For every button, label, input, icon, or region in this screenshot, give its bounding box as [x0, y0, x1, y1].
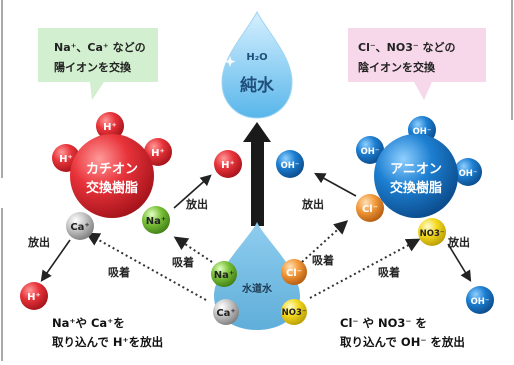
ion-cl-resin: Cl⁻ — [362, 204, 378, 215]
release-arrows — [40, 172, 472, 282]
cation-resin-line1: カチオン — [86, 162, 138, 177]
ion-cl-tap: Cl⁻ — [286, 268, 302, 279]
cation-callout-line2: 陽イオンを交換 — [54, 60, 132, 74]
anion-resin-ball — [374, 134, 458, 218]
anion-caption-line1: Cl⁻ や NO3⁻ を — [340, 316, 427, 330]
release-label-h: 放出 — [185, 197, 208, 211]
ion-oh-released-lower: OH⁻ — [471, 297, 490, 307]
cation-resin-line2: 交換樹脂 — [86, 180, 138, 196]
anion-callout-line1: Cl⁻、NO3⁻ などの — [358, 41, 456, 54]
ion-na-tap: Na⁺ — [214, 270, 234, 281]
anion-resin-line1: アニオン — [390, 162, 442, 177]
anion-resin-line2: 交換樹脂 — [390, 180, 442, 196]
sparkle-icon — [224, 30, 294, 67]
ion-h-released: H⁺ — [221, 160, 235, 171]
ion-ca-resin: Ca⁺ — [70, 222, 89, 233]
ion-ca-tap: Ca⁺ — [216, 308, 235, 319]
purify-arrow — [243, 122, 271, 226]
cation-callout-line1: Na⁺、Ca⁺ などの — [54, 41, 146, 54]
cation-callout: Na⁺、Ca⁺ などの 陽イオンを交換 — [38, 28, 158, 100]
cation-caption-line2: 取り込んで H⁺を放出 — [52, 335, 163, 349]
ion-oh-right: OH⁻ — [459, 169, 478, 179]
adsorb-label-no3: 吸着 — [378, 265, 400, 279]
adsorb-arrows — [85, 220, 421, 301]
cation-caption-line1: Na⁺や Ca⁺を — [52, 316, 125, 330]
pure-water-drop: H₂O 純水 — [221, 10, 294, 119]
ion-oh-left: OH⁻ — [361, 147, 380, 157]
tap-water-label: 水道水 — [241, 282, 273, 295]
release-label-no3: 放出 — [447, 235, 470, 249]
ion-oh-top: OH⁻ — [413, 127, 432, 137]
cation-resin-ball — [70, 134, 154, 218]
anion-callout-line2: 陰イオンを交換 — [358, 60, 436, 74]
ion-oh-released: OH⁻ — [281, 161, 300, 171]
pure-water-formula: H₂O — [246, 52, 267, 63]
release-label-oh: 放出 — [301, 197, 324, 211]
tap-water-ions: Na⁺ Ca⁺ Cl⁻ NO3⁻ — [211, 259, 307, 325]
ion-na-resin: Na⁺ — [146, 216, 166, 227]
tap-water-drop: 水道水 — [214, 222, 300, 330]
pure-water-label: 純水 — [240, 75, 275, 96]
anion-caption-line2: 取り込んで OH⁻ を放出 — [340, 335, 465, 349]
anion-resin-cluster: OH⁻ OH⁻ OH⁻ アニオン 交換樹脂 Cl⁻ NO3⁻ — [356, 116, 482, 246]
ion-h-top: H⁺ — [103, 122, 117, 133]
adsorb-label-na: 吸着 — [172, 255, 194, 269]
anion-callout: Cl⁻、NO3⁻ などの 陰イオンを交換 — [348, 28, 486, 100]
release-label-ca: 放出 — [27, 235, 50, 249]
cation-resin-cluster: H⁺ H⁺ H⁺ カチオン 交換樹脂 Ca⁺ Na⁺ — [52, 112, 172, 240]
adsorb-label-ca: 吸着 — [108, 265, 130, 279]
adsorb-label-cl: 吸着 — [312, 253, 334, 267]
ion-no3-resin: NO3⁻ — [420, 229, 445, 239]
ion-h-right: H⁺ — [151, 148, 165, 159]
ion-h-released-lower: H⁺ — [27, 292, 41, 303]
ion-h-left: H⁺ — [59, 154, 73, 165]
ion-no3-tap: NO3⁻ — [282, 308, 307, 318]
